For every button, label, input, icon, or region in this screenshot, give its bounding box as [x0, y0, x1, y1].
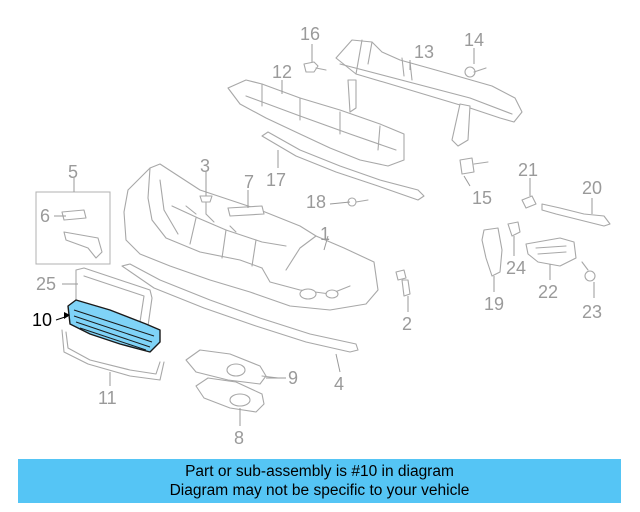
callout-3: 3 [200, 156, 210, 176]
callout-10: 10 [32, 310, 52, 330]
part-3-screw [199, 195, 213, 215]
part-20-bracket [541, 203, 611, 227]
part-24-clip [507, 221, 521, 237]
callout-11: 11 [98, 388, 117, 408]
part-12-energy-absorber [227, 79, 405, 167]
part-22-guide [525, 237, 577, 267]
callout-19: 19 [484, 294, 504, 314]
part-7-bracket [227, 205, 265, 217]
part-23-screw [581, 261, 596, 282]
part-19-bracket [481, 227, 503, 277]
part-5-6-bracket-set [35, 191, 111, 265]
part-14-bolt [464, 66, 487, 78]
part-9-fog-cover [185, 349, 279, 385]
part-2-bolt [395, 269, 411, 297]
callout-7: 7 [244, 172, 254, 192]
callout-18: 18 [306, 192, 326, 212]
banner-line-2: Diagram may not be specific to your vehi… [169, 482, 470, 499]
callout-12: 12 [272, 62, 292, 82]
callout-4: 4 [334, 374, 344, 394]
callout-5: 5 [68, 162, 78, 182]
part-15-bolt [459, 157, 489, 175]
info-banner: Part or sub-assembly is #10 in diagram D… [18, 459, 621, 503]
callout-25: 25 [36, 274, 56, 294]
callouts: 16 13 14 12 17 15 5 6 3 7 18 1 21 20 25 … [32, 24, 602, 448]
callout-20: 20 [582, 178, 602, 198]
part-21-clip [521, 195, 537, 209]
leader-lines [54, 44, 595, 426]
callout-22: 22 [538, 282, 558, 302]
part-18-screw [347, 197, 369, 207]
callout-16: 16 [300, 24, 320, 44]
callout-14: 14 [464, 30, 484, 50]
callout-6: 6 [40, 206, 50, 226]
callout-8: 8 [234, 428, 244, 448]
part-1-bumper-cover [123, 163, 379, 311]
part-4-lower-strip [121, 263, 359, 353]
callout-17: 17 [266, 170, 286, 190]
part-11-trim [61, 329, 165, 381]
callout-21: 21 [518, 160, 538, 180]
callout-24: 24 [506, 258, 526, 278]
banner-line-1: Part or sub-assembly is #10 in diagram [185, 463, 454, 480]
callout-23: 23 [582, 302, 602, 322]
part-16-clip [303, 61, 327, 73]
callout-2: 2 [402, 314, 412, 334]
callout-9: 9 [288, 368, 298, 388]
part-17-strip [261, 131, 425, 201]
part-8-fog-cover [195, 377, 265, 413]
part-10-grille[interactable] [67, 299, 161, 353]
callout-13: 13 [414, 42, 434, 62]
callout-1: 1 [320, 224, 330, 244]
callout-15: 15 [472, 188, 492, 208]
parts-diagram: 16 13 14 12 17 15 5 6 3 7 18 1 21 20 25 … [32, 24, 611, 448]
